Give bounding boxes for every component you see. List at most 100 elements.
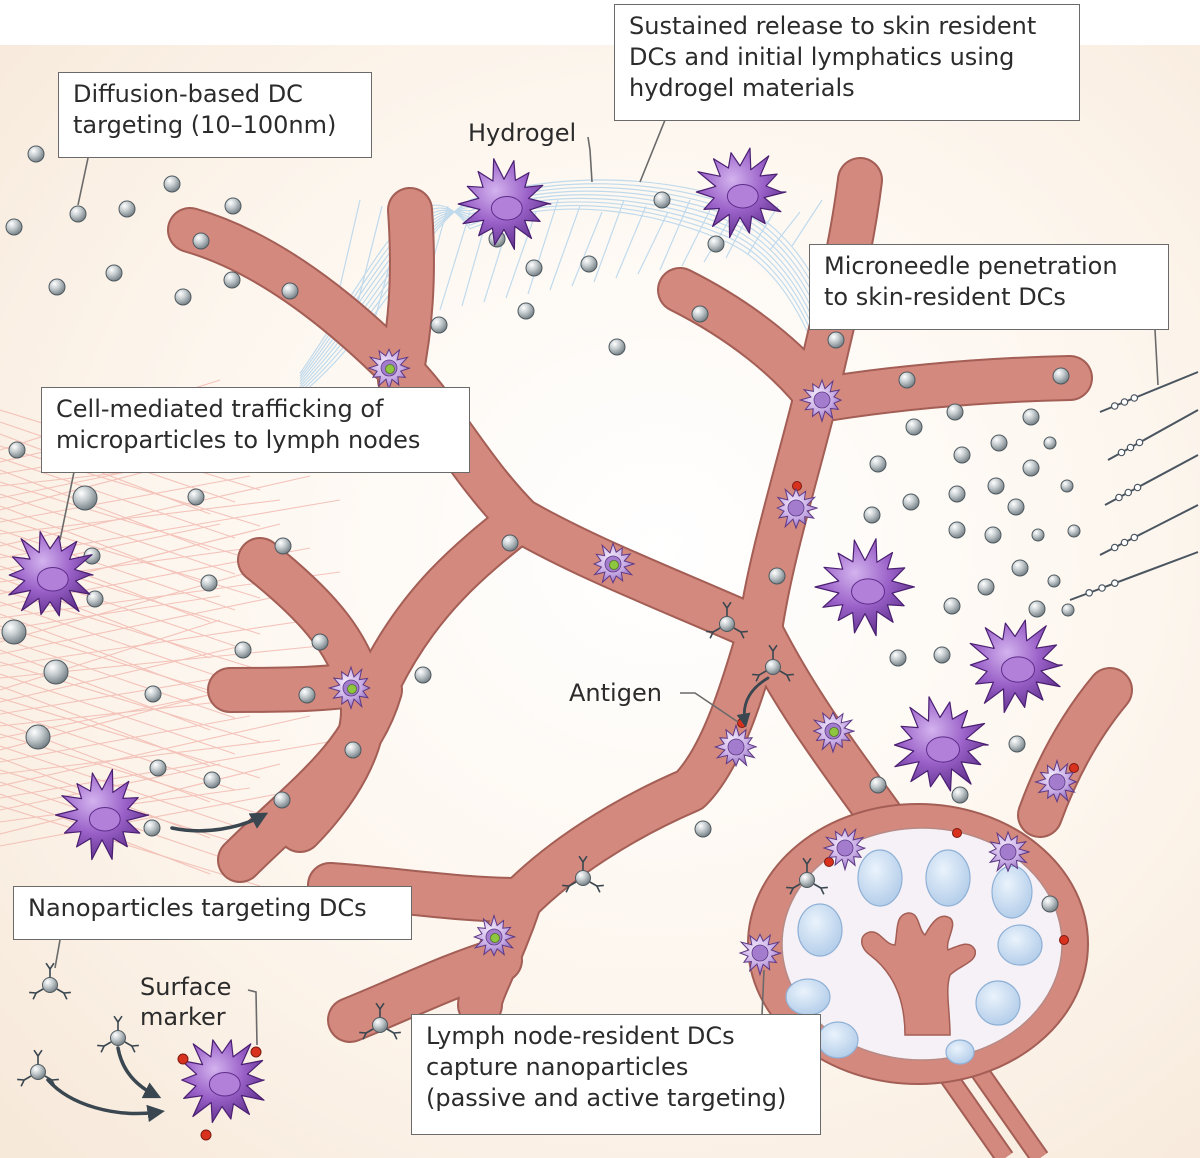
antibody-particle	[752, 644, 794, 682]
hydrogel-crosslink	[747, 205, 779, 255]
hydrogel-crosslink	[527, 199, 559, 295]
particle	[27, 145, 45, 163]
antibody-stem	[365, 1028, 374, 1034]
sustained-callout-line-3: hydrogel materials	[629, 74, 855, 102]
antibody-arm	[359, 1031, 367, 1034]
particle	[25, 724, 51, 750]
particle	[1052, 367, 1070, 385]
particle	[224, 197, 242, 215]
dendritic-cell	[8, 531, 94, 617]
needle-coating	[1130, 533, 1139, 542]
surface-marker-label: Surface marker	[140, 972, 231, 1032]
matrix-fiber	[0, 709, 236, 791]
antibody-arm	[786, 886, 794, 889]
cell-nucleus	[851, 578, 885, 605]
particle	[608, 338, 626, 356]
hydrogel-strand	[299, 204, 821, 374]
lymph-node-callout: Lymph node-resident DCs capture nanopart…	[411, 1014, 821, 1135]
small-dendritic-cell	[812, 711, 855, 754]
antibody-arm	[393, 1032, 398, 1040]
matrix-fiber	[0, 745, 236, 827]
antibody-arm	[113, 1015, 119, 1023]
nanoparticles-callout: Nanoparticles targeting DCs	[13, 886, 412, 940]
antibody-arm	[789, 887, 794, 895]
antibody-arm	[772, 644, 778, 652]
particle	[1011, 559, 1029, 577]
antibody-arm	[45, 962, 51, 970]
antibody-arm	[820, 887, 825, 895]
particle	[1007, 498, 1025, 516]
particle	[768, 567, 786, 585]
particle	[889, 649, 907, 667]
particle	[1022, 459, 1040, 477]
hydrogel-crosslink	[571, 211, 603, 287]
surface-marker	[200, 1129, 212, 1141]
antigen-dot	[1059, 935, 1069, 945]
needle-coating	[1117, 448, 1126, 457]
particle	[1028, 600, 1046, 618]
surface-marker	[177, 1053, 189, 1065]
diffusion-callout: Diffusion-based DC targeting (10–100nm)	[58, 72, 372, 158]
particle-core	[42, 977, 58, 993]
particle	[234, 641, 252, 659]
antibody-stem	[124, 1041, 133, 1047]
antibody-stem	[758, 670, 767, 676]
antigen-leader	[680, 692, 739, 723]
antibody-arm	[49, 962, 55, 970]
cell-mediated-leader	[59, 471, 75, 541]
vessel-lumen	[499, 609, 781, 921]
cell-mediated-callout-line-1: Cell-mediated trafficking of	[56, 395, 384, 423]
particle	[948, 521, 966, 539]
migrating-dendritic-cells	[327, 348, 1077, 977]
antibody-arm	[375, 1002, 381, 1010]
antibody-stem	[44, 1075, 53, 1081]
antibody-particle	[359, 1002, 401, 1040]
antibody-stem	[792, 883, 801, 889]
matrix-fiber	[0, 649, 211, 731]
antibody-particle	[97, 1015, 139, 1053]
particle	[143, 819, 161, 837]
particle	[653, 191, 671, 209]
microneedles	[1069, 371, 1199, 601]
particle	[501, 534, 519, 552]
particle	[203, 771, 221, 789]
antibody-arm	[820, 886, 828, 889]
particle	[863, 506, 881, 524]
cell-nucleus	[926, 736, 960, 763]
hydrogel-leader	[587, 136, 593, 183]
lymph-node-callout-line-1: Lymph node-resident DCs	[426, 1022, 735, 1050]
particle-core	[719, 616, 735, 632]
antibody-arm	[562, 884, 570, 887]
vessel-lumen	[799, 357, 1091, 421]
vessel-lumen	[219, 669, 401, 881]
hydrogel-crosslink	[681, 205, 713, 267]
antibody-arm	[20, 1079, 25, 1087]
follicle	[797, 903, 843, 957]
small-dendritic-cell	[367, 348, 411, 392]
particle	[1061, 603, 1075, 617]
particle	[827, 331, 845, 349]
particle	[223, 271, 241, 289]
cell-nucleus	[36, 566, 69, 592]
particle	[987, 477, 1005, 495]
lymph-node-follicles	[785, 849, 1043, 1065]
needle-coating	[1098, 584, 1106, 592]
antibody-arm	[802, 857, 808, 865]
antibody-stem	[589, 881, 598, 887]
small-dendritic-cell	[738, 933, 782, 977]
microneedle-callout: Microneedle penetration to skin-resident…	[809, 244, 1169, 330]
antibody-arm	[582, 855, 588, 863]
antigen-dot	[824, 857, 834, 867]
needle-coating	[1110, 402, 1119, 410]
antibody-particle	[562, 855, 604, 893]
microneedle-callout-line-1: Microneedle penetration	[824, 252, 1118, 280]
particle	[898, 371, 916, 389]
small-dendritic-cell	[327, 665, 371, 710]
antibody-arm	[32, 992, 37, 1000]
dendritic-cell	[893, 696, 989, 792]
sustained-leader	[639, 119, 666, 183]
particle	[951, 786, 969, 804]
needle-coating	[1126, 443, 1135, 452]
surface-marker	[250, 1046, 262, 1058]
